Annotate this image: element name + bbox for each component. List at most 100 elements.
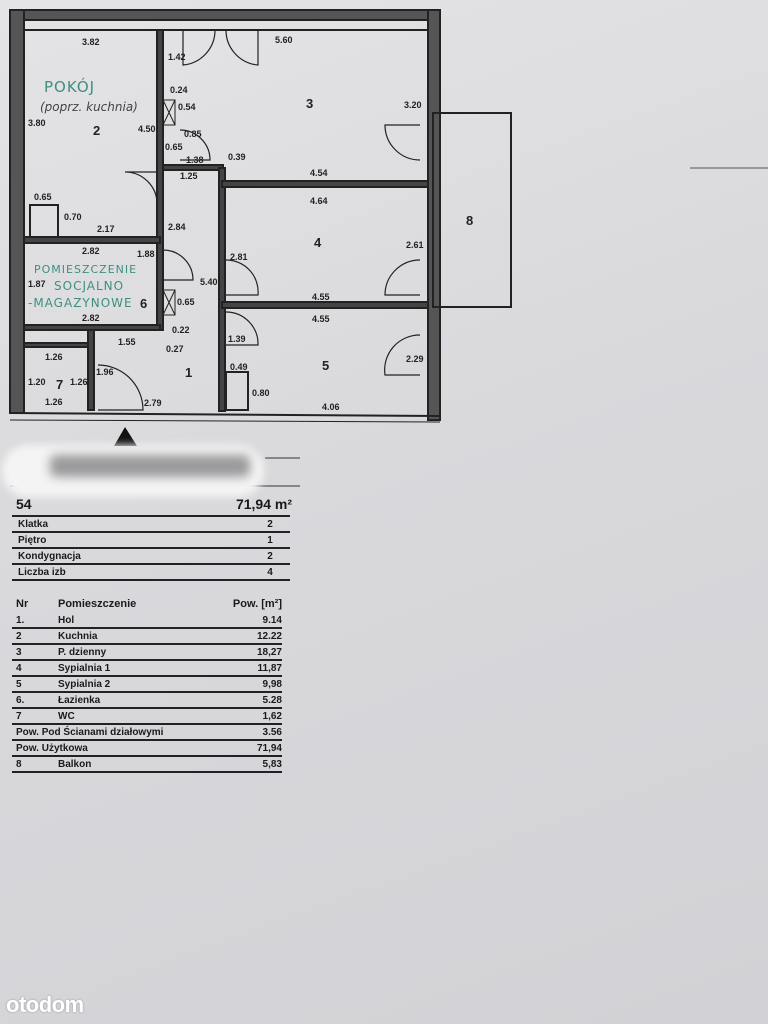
wall: [156, 29, 164, 331]
dimension-label: 1.42: [168, 52, 186, 62]
room-number-3: 3: [306, 96, 313, 111]
info-key: Kondygnacja: [18, 551, 81, 562]
cell-name: Balkon: [58, 759, 92, 770]
wall: [221, 301, 429, 309]
dimension-label: 3.80: [28, 118, 46, 128]
handwritten-note: POMIESZCZENIE: [34, 263, 137, 276]
vent-icon: [162, 289, 176, 316]
room-number-1: 1: [185, 365, 192, 380]
dimension-label: 0.80: [252, 388, 270, 398]
cell-nr: 1.: [16, 615, 25, 626]
cell-area: 9.14: [262, 615, 282, 626]
table-row: 1. Hol 9.14: [12, 613, 282, 629]
cell-name: P. dzienny: [58, 647, 107, 658]
wall: [87, 329, 95, 411]
handwritten-note: SOCJALNO: [54, 279, 124, 293]
dimension-label: 0.65: [177, 297, 195, 307]
dimension-label: 4.54: [310, 168, 328, 178]
dimension-label: 0.27: [166, 344, 184, 354]
dimension-label: 2.84: [168, 222, 186, 232]
cell-nr: 5: [16, 679, 22, 690]
dimension-label: 1.26: [45, 397, 63, 407]
dimension-label: 1.20: [28, 377, 46, 387]
vent-icon: [162, 99, 176, 126]
room-number-8: 8: [466, 213, 473, 228]
dimension-label: 4.06: [322, 402, 340, 412]
dimension-label: 0.22: [172, 325, 190, 335]
cell-name: Hol: [58, 615, 75, 626]
handwritten-note: POKÓJ: [44, 77, 95, 96]
dimension-label: 4.55: [312, 292, 330, 302]
dimension-label: 2.79: [144, 398, 162, 408]
cell-area: 12.22: [256, 631, 282, 642]
dimension-label: 5.60: [275, 35, 293, 45]
shaft: [225, 371, 249, 411]
cell-name: Pow. Pod Ścianami działowymi: [16, 727, 164, 738]
info-value: 4: [267, 567, 273, 578]
room-number-4: 4: [314, 235, 322, 250]
cell-name: Kuchnia: [58, 631, 98, 642]
dimension-label: 0.39: [228, 152, 246, 162]
info-key: Piętro: [18, 535, 47, 546]
wall: [23, 342, 91, 348]
info-key: Klatka: [18, 519, 49, 530]
header-nr: Nr: [16, 598, 29, 610]
dimension-labels: 3.82 5.60 1.42 0.24 0.54 0.65 0.85 1.38 …: [28, 35, 424, 412]
dimension-label: 3.20: [404, 100, 422, 110]
room-number-6: 6: [140, 296, 147, 311]
dimension-label: 4.55: [312, 314, 330, 324]
header-area: Pow. [m²]: [232, 598, 282, 610]
outer-wall-line: [9, 419, 441, 423]
dimension-label: 4.64: [310, 196, 328, 206]
wall: [23, 236, 161, 244]
info-value: 2: [267, 551, 273, 562]
dimension-label: 1.38: [186, 155, 204, 165]
unit-number: 54: [16, 496, 32, 512]
dimension-label: 0.49: [230, 362, 248, 372]
outer-wall-bottom: [9, 412, 441, 417]
cell-nr: 8: [16, 759, 22, 770]
dimension-label: 0.70: [64, 212, 82, 222]
cell-area: 1,62: [262, 711, 282, 722]
dimension-label: 1.87: [28, 279, 46, 289]
cell-area: 5,83: [262, 759, 282, 770]
room-number-5: 5: [322, 358, 329, 373]
dimension-label: 0.24: [170, 85, 188, 95]
cell-area: 9,98: [262, 679, 282, 690]
dimension-label: 2.81: [230, 252, 248, 262]
cell-name: Pow. Użytkowa: [16, 743, 88, 754]
otodom-logo: otodom: [6, 992, 84, 1017]
dimension-label: 0.65: [34, 192, 52, 202]
dimension-label: 1.96: [96, 367, 114, 377]
cell-nr: 2: [16, 631, 22, 642]
door-swings: [97, 29, 421, 411]
table-row-balcony: 8 Balkon 5,83: [12, 757, 282, 773]
handwritten-note: -MAGAZYNOWE: [28, 296, 133, 310]
dimension-label: 1.55: [118, 337, 136, 347]
dimension-label: 4.50: [138, 124, 156, 134]
dimension-label: 2.82: [82, 313, 100, 323]
unit-summary: 54 71,94 m²: [16, 496, 292, 512]
cell-area: 11,87: [257, 663, 282, 674]
cell-area: 71,94: [256, 743, 282, 754]
cell-area: 5.28: [262, 695, 282, 706]
dimension-label: 2.82: [82, 246, 100, 256]
cell-nr: 7: [16, 711, 22, 722]
dimension-label: 2.17: [97, 224, 115, 234]
dimension-label: 1.26: [45, 352, 63, 362]
dimension-label: 5.40: [200, 277, 218, 287]
table-row: 2 Kuchnia 12.22: [12, 629, 282, 645]
outer-wall-top: [9, 9, 441, 21]
dimension-label: 2.29: [406, 354, 424, 364]
entrance-arrow-icon: [114, 427, 137, 446]
dimension-label: 1.25: [180, 171, 198, 181]
